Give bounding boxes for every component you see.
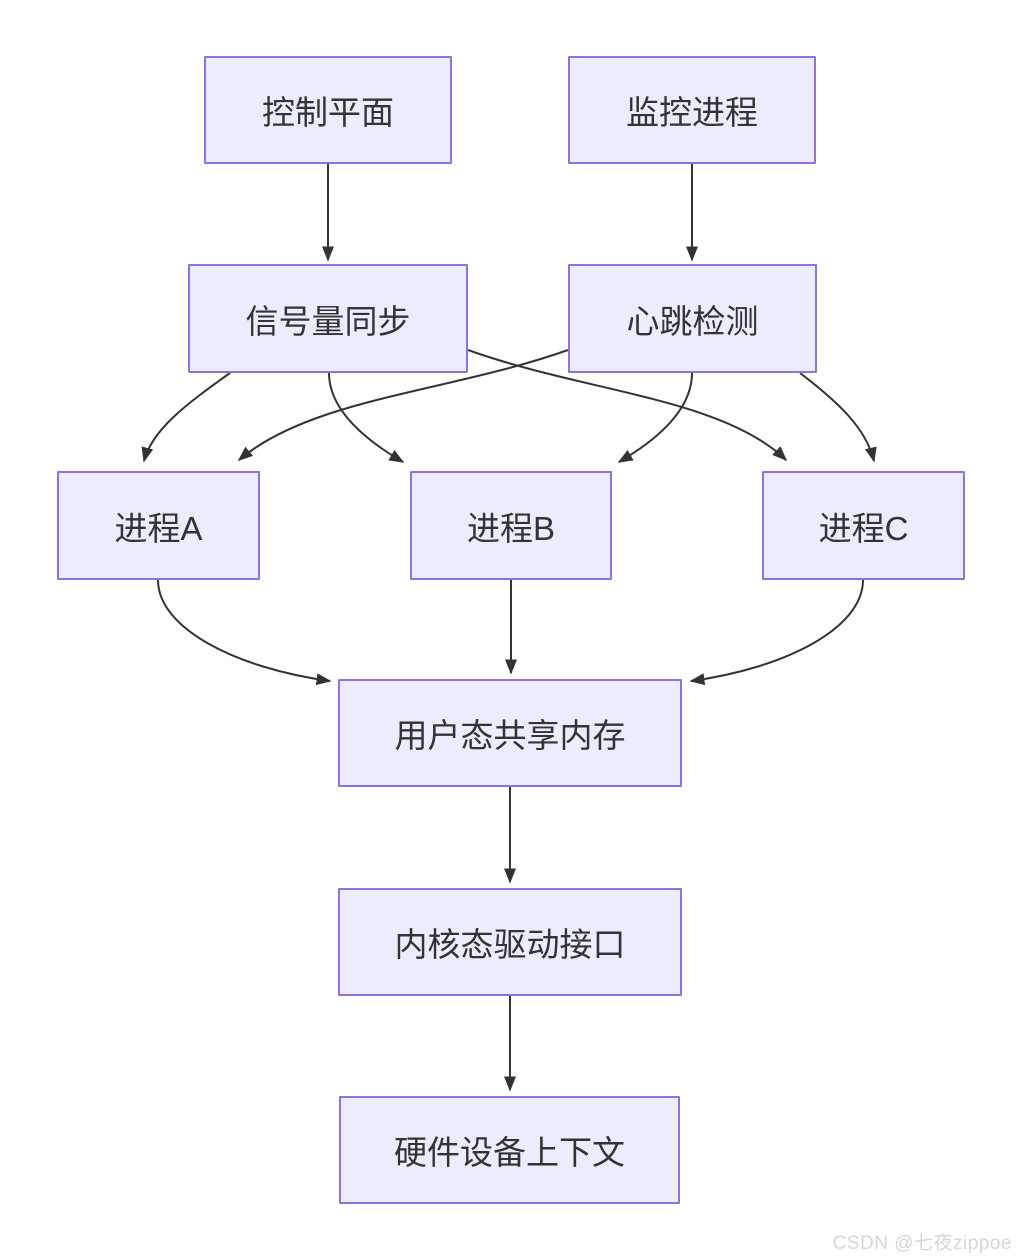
edge-semaphore-sync-to-process-a — [141, 372, 231, 463]
node-process-c: 进程C — [762, 471, 965, 580]
node-process-a: 进程A — [57, 471, 260, 580]
csdn-watermark: CSDN @七夜zippoe — [832, 1233, 1012, 1254]
edge-heartbeat-detect-to-process-b — [617, 372, 693, 463]
node-heartbeat-detect: 心跳检测 — [568, 264, 817, 373]
edge-semaphore-sync-to-process-b — [328, 372, 405, 463]
node-process-b: 进程B — [410, 471, 612, 580]
node-user-shared-memory: 用户态共享内存 — [338, 679, 682, 787]
node-kernel-driver-interface: 内核态驱动接口 — [338, 888, 682, 996]
node-monitor-process: 监控进程 — [568, 56, 816, 164]
node-semaphore-sync: 信号量同步 — [188, 264, 468, 373]
edge-heartbeat-detect-to-process-a — [237, 349, 569, 461]
edge-heartbeat-detect-to-process-c — [799, 372, 877, 463]
edge-process-c-to-user-shared-memory — [689, 579, 864, 686]
edge-process-a-to-user-shared-memory — [157, 579, 332, 686]
node-hardware-device-context: 硬件设备上下文 — [339, 1096, 680, 1204]
edge-semaphore-sync-to-process-c — [467, 349, 788, 462]
node-control-plane: 控制平面 — [204, 56, 452, 164]
